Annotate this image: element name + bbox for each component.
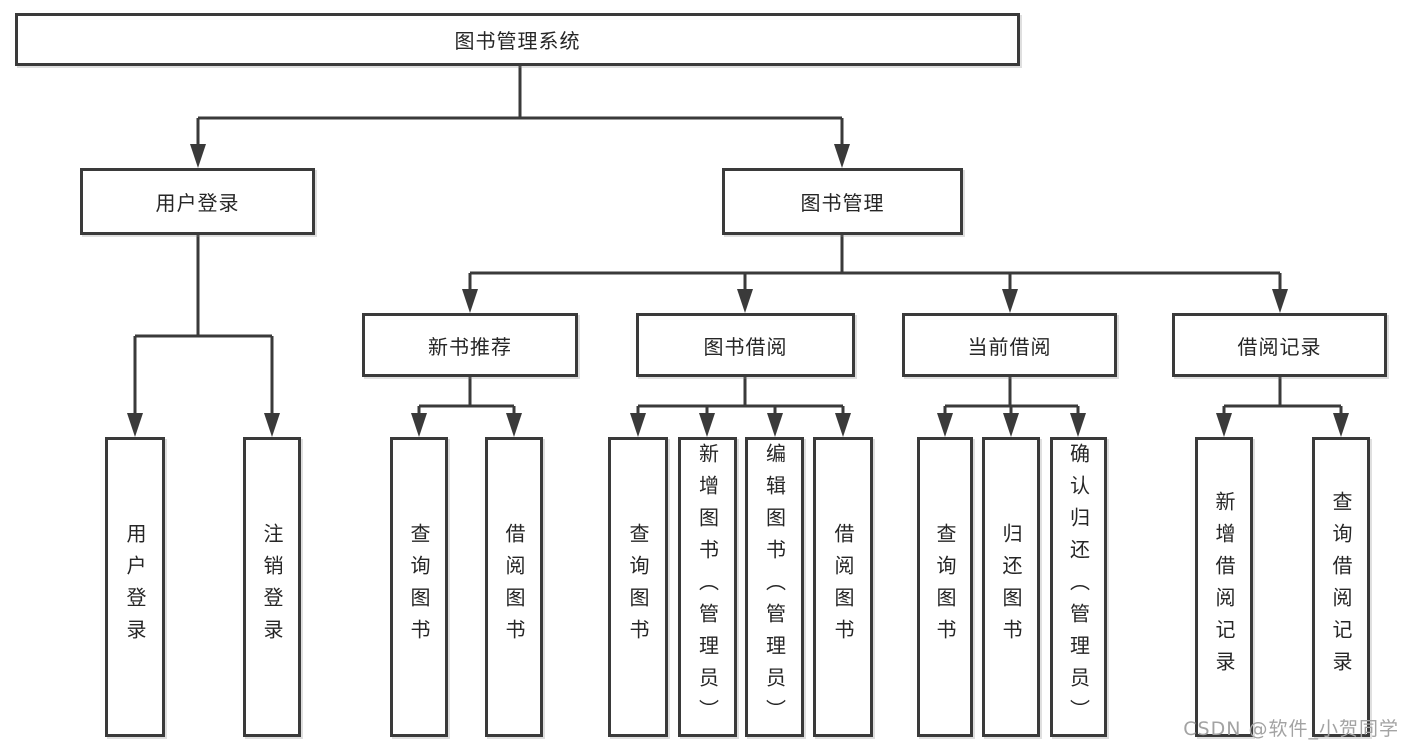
node-label: 用户登录 xyxy=(155,191,240,215)
node-user-login: 用户登录 xyxy=(80,168,315,235)
leaf-label: 用户登录 xyxy=(123,523,147,651)
node-label: 图书管理系统 xyxy=(454,29,581,53)
leaf-label: 编辑图书（管理员） xyxy=(762,443,787,731)
leaf-label: 查询图书 xyxy=(933,523,957,651)
leaf-query-books: 查询图书 xyxy=(608,437,668,737)
leaf-edit-book-admin: 编辑图书（管理员） xyxy=(745,437,804,737)
csdn-watermark: CSDN @软件_小贺同学 xyxy=(1183,718,1399,740)
leaf-label: 查询借阅记录 xyxy=(1329,491,1353,683)
node-label: 图书借阅 xyxy=(703,334,788,359)
leaf-label: 查询图书 xyxy=(626,523,650,651)
leaf-borrow-books: 借阅图书 xyxy=(813,437,873,737)
leaf-add-borrow-record: 新增借阅记录 xyxy=(1195,437,1253,737)
node-label: 借阅记录 xyxy=(1237,334,1322,359)
leaf-label: 借阅图书 xyxy=(831,523,855,651)
leaf-user-login: 用户登录 xyxy=(105,437,165,737)
leaf-logout: 注销登录 xyxy=(243,437,301,737)
leaf-return-books: 归还图书 xyxy=(982,437,1040,737)
leaf-query-borrow-record: 查询借阅记录 xyxy=(1312,437,1370,737)
leaf-confirm-return-admin: 确认归还（管理员） xyxy=(1050,437,1107,737)
leaf-query-books: 查询图书 xyxy=(917,437,973,737)
node-library-management-system: 图书管理系统 xyxy=(15,13,1020,66)
node-label: 新书推荐 xyxy=(428,334,512,359)
leaf-query-books: 查询图书 xyxy=(390,437,448,737)
leaf-label: 新增图书（管理员） xyxy=(695,443,720,731)
leaf-label: 注销登录 xyxy=(260,523,284,651)
node-new-book-recommend: 新书推荐 xyxy=(362,313,578,377)
leaf-label: 查询图书 xyxy=(407,523,431,651)
leaf-label: 借阅图书 xyxy=(502,523,526,651)
node-borrowing-records: 借阅记录 xyxy=(1172,313,1387,377)
node-label: 图书管理 xyxy=(800,191,885,215)
leaf-label: 确认归还（管理员） xyxy=(1066,443,1091,731)
node-book-management: 图书管理 xyxy=(722,168,963,235)
node-book-borrowing: 图书借阅 xyxy=(636,313,855,377)
node-label: 当前借阅 xyxy=(967,334,1052,359)
leaf-label: 新增借阅记录 xyxy=(1212,491,1236,683)
leaf-borrow-books: 借阅图书 xyxy=(485,437,543,737)
leaf-add-book-admin: 新增图书（管理员） xyxy=(678,437,737,737)
leaf-label: 归还图书 xyxy=(999,523,1023,651)
node-current-borrowing: 当前借阅 xyxy=(902,313,1117,377)
